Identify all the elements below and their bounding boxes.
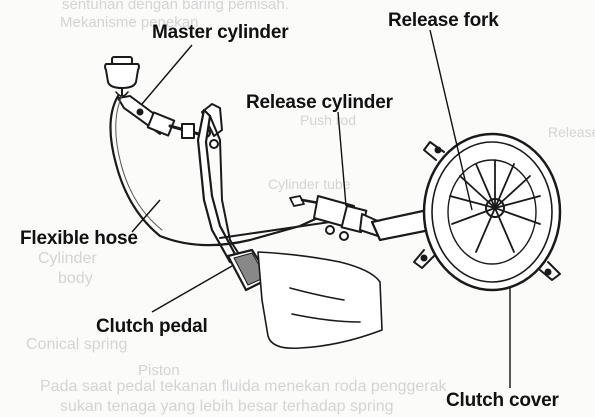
label-clutch-cover: Clutch cover	[446, 390, 559, 411]
master-cylinder-reservoir	[104, 56, 140, 97]
bleed-through-text: Cylinder	[38, 250, 97, 267]
leader-flexible-hose	[131, 199, 161, 233]
bleed-through-text: Conical spring	[26, 336, 128, 353]
driver-foot	[257, 251, 383, 350]
bleed-through-text: Pada saat pedal tekanan fluida menekan r…	[40, 378, 447, 395]
clutch-pedal-arm	[196, 103, 331, 264]
master-cylinder-body	[117, 95, 211, 139]
leader-master-cylinder	[141, 44, 193, 105]
label-release-fork: Release fork	[388, 10, 499, 31]
bleed-through-text: Mekanisme penekan	[60, 14, 199, 31]
bleed-through-text: body	[58, 270, 93, 287]
label-flexible-hose: Flexible hose	[20, 228, 138, 249]
bleed-through-text: Cylinder tube	[268, 176, 351, 192]
label-master-cylinder: Master cylinder	[152, 22, 289, 43]
leader-release-cylinder	[337, 111, 347, 207]
label-release-cylinder: Release cylinder	[246, 92, 393, 113]
leader-release-fork	[429, 29, 473, 211]
bleed-through-text: Push rod	[300, 112, 357, 128]
bleed-through-text: Piston	[138, 362, 180, 379]
bleed-through-text: sentuhan dengan baring pemisah.	[62, 0, 289, 13]
bleed-through-text: Release	[548, 124, 595, 140]
bleed-through-text: sukan tenaga yang lebih besar terhadap s…	[60, 398, 394, 415]
label-clutch-pedal: Clutch pedal	[96, 316, 208, 337]
release-cylinder	[289, 195, 381, 241]
flexible-hose	[109, 94, 324, 247]
leader-clutch-pedal	[151, 265, 233, 313]
clutch-cover	[413, 132, 562, 292]
